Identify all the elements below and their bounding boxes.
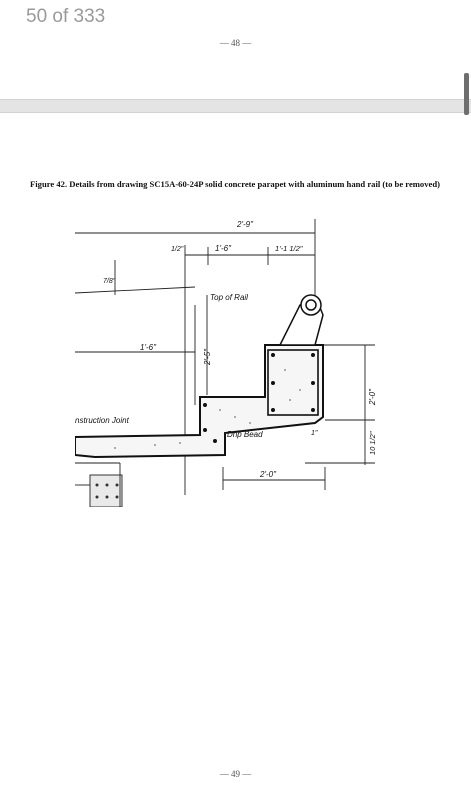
dim-drip-label: 1" — [311, 430, 318, 437]
page-counter: 50 of 333 — [26, 6, 106, 27]
dim-quarter-label: 1/2" — [171, 246, 184, 253]
dim-slab-label: 10 1/2" — [368, 431, 377, 455]
dim-height-label: 2'-5" — [203, 348, 212, 366]
construction-joint-label: nstruction Joint — [75, 416, 130, 425]
page-number-bottom: — 49 — — [219, 769, 252, 779]
dim-parapet-h-label: 2'-0" — [368, 388, 377, 406]
dim-right-label: 1'-1 1/2" — [275, 244, 303, 253]
dim-mid-label: 1'-6" — [215, 244, 232, 253]
dim-left-vert-label: 7/8" — [103, 278, 116, 285]
scrollbar-thumb[interactable] — [464, 73, 469, 115]
dim-total-label: 2'-9" — [236, 220, 254, 229]
parapet-drawing-svg: 2'-9" 1/2" 1'-6" 1'-1 1/2" 7/8" Top of R… — [74, 219, 377, 508]
dim-left-horiz-label: 1'-6" — [140, 343, 157, 352]
parapet-drawing: 2'-9" 1/2" 1'-6" 1'-1 1/2" 7/8" Top of R… — [74, 205, 385, 508]
dim-bottom-label: 2'-0" — [259, 470, 277, 479]
drip-bead-label: Drip Bead — [227, 430, 263, 439]
top-of-rail-label: Top of Rail — [210, 293, 248, 302]
page-separator — [0, 99, 471, 113]
page-number-top: — 48 — — [219, 38, 252, 48]
figure-caption: Figure 42. Details from drawing SC15A-60… — [30, 179, 440, 189]
